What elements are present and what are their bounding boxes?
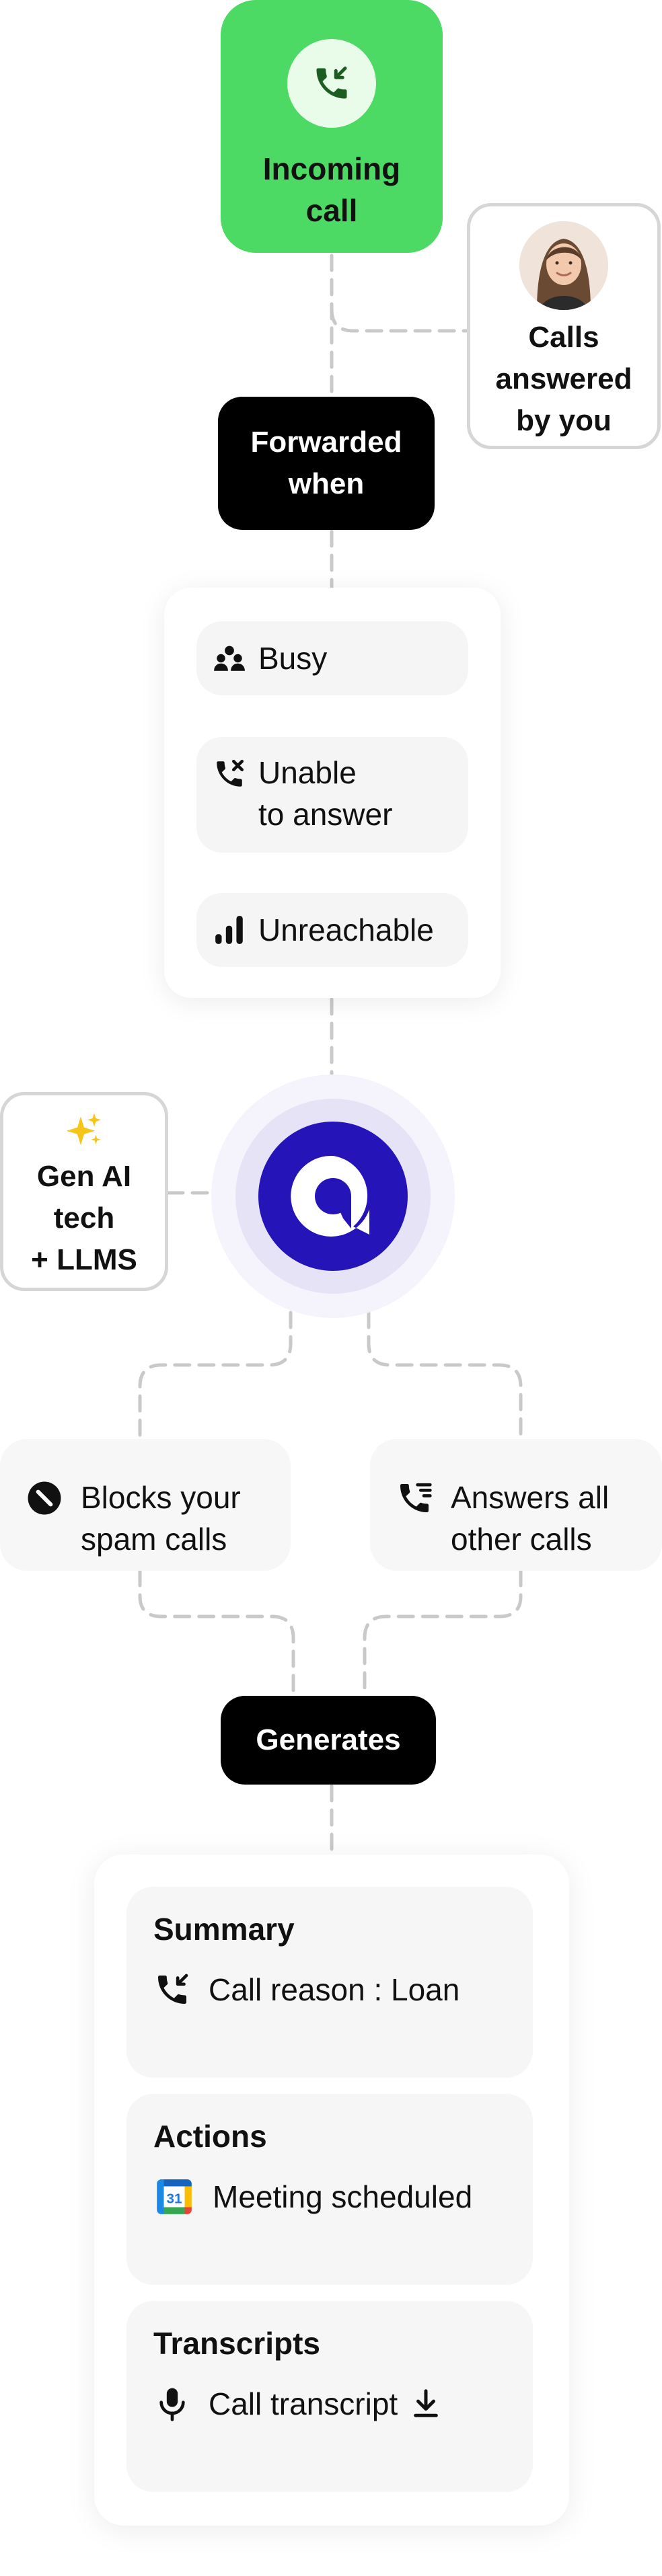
output-actions: Actions 31 Meeting scheduled <box>126 2094 533 2285</box>
output-detail: Call reason : Loan <box>209 1972 460 2007</box>
condition-label: Unable to answer <box>258 755 393 832</box>
connector-hub-to-answers <box>367 1262 523 1441</box>
condition-unable-to-answer: Unable to answer <box>196 737 468 853</box>
output-summary: Summary Call reason : Loan <box>126 1887 533 2078</box>
connector-hub-to-blocks <box>138 1262 293 1441</box>
output-heading: Actions <box>153 2119 267 2154</box>
output-detail: Call transcript <box>209 2386 398 2421</box>
calendar-day: 31 <box>167 2191 182 2206</box>
users-icon <box>214 646 245 671</box>
block-icon <box>28 1481 61 1515</box>
blocks-spam-card: Blocks your spam calls <box>0 1439 291 1571</box>
condition-unreachable: Unreachable <box>196 893 468 967</box>
missed-call-icon <box>217 759 244 787</box>
download-icon[interactable] <box>412 2388 439 2419</box>
condition-label: Busy <box>258 641 328 676</box>
condition-label: Unreachable <box>258 912 434 947</box>
outputs-card: Summary Call reason : Loan Actions <box>94 1855 569 2526</box>
signal-bars-icon <box>215 916 243 944</box>
speech-bubble-logo-icon <box>291 1155 369 1237</box>
connector-blocks-to-generates <box>138 1569 295 1698</box>
output-transcripts: Transcripts Call transcript <box>126 2301 533 2492</box>
sparkles-icon <box>66 1113 101 1145</box>
avatar <box>519 221 608 310</box>
incoming-call-label: Incoming call <box>262 151 401 228</box>
incoming-call-icon <box>287 39 376 128</box>
incoming-call-icon <box>158 1974 188 2004</box>
output-detail: Meeting scheduled <box>213 2179 473 2214</box>
output-heading: Transcripts <box>153 2326 320 2361</box>
calendar-icon: 31 <box>157 2179 192 2214</box>
blocks-spam-label: Blocks your spam calls <box>81 1480 241 1557</box>
forward-conditions-card: Busy Unable to answer Unreachable <box>164 588 501 998</box>
forwarded-when-node: Forwarded when <box>218 397 435 530</box>
generates-node: Generates <box>221 1696 436 1785</box>
gen-ai-label: Gen AI tech + LLMS <box>31 1160 137 1276</box>
output-heading: Summary <box>153 1912 295 1947</box>
gen-ai-node: Gen AI tech + LLMS <box>0 1092 168 1291</box>
incoming-call-node: Incoming call <box>221 0 443 253</box>
answered-by-you-node: Calls answered by you <box>467 203 661 449</box>
generates-label: Generates <box>256 1723 401 1756</box>
answers-calls-card: Answers all other calls <box>370 1439 662 1571</box>
connector-to-you <box>330 307 469 333</box>
forwarded-when-label: Forwarded when <box>250 426 402 500</box>
ai-hub <box>258 1122 408 1271</box>
answers-calls-label: Answers all other calls <box>451 1480 610 1557</box>
answered-by-you-label: Calls answered by you <box>495 321 632 437</box>
phone-list-icon <box>400 1483 432 1512</box>
connector-answers-to-generates <box>363 1569 523 1698</box>
microphone-icon <box>159 2388 185 2421</box>
condition-busy: Busy <box>196 621 468 695</box>
